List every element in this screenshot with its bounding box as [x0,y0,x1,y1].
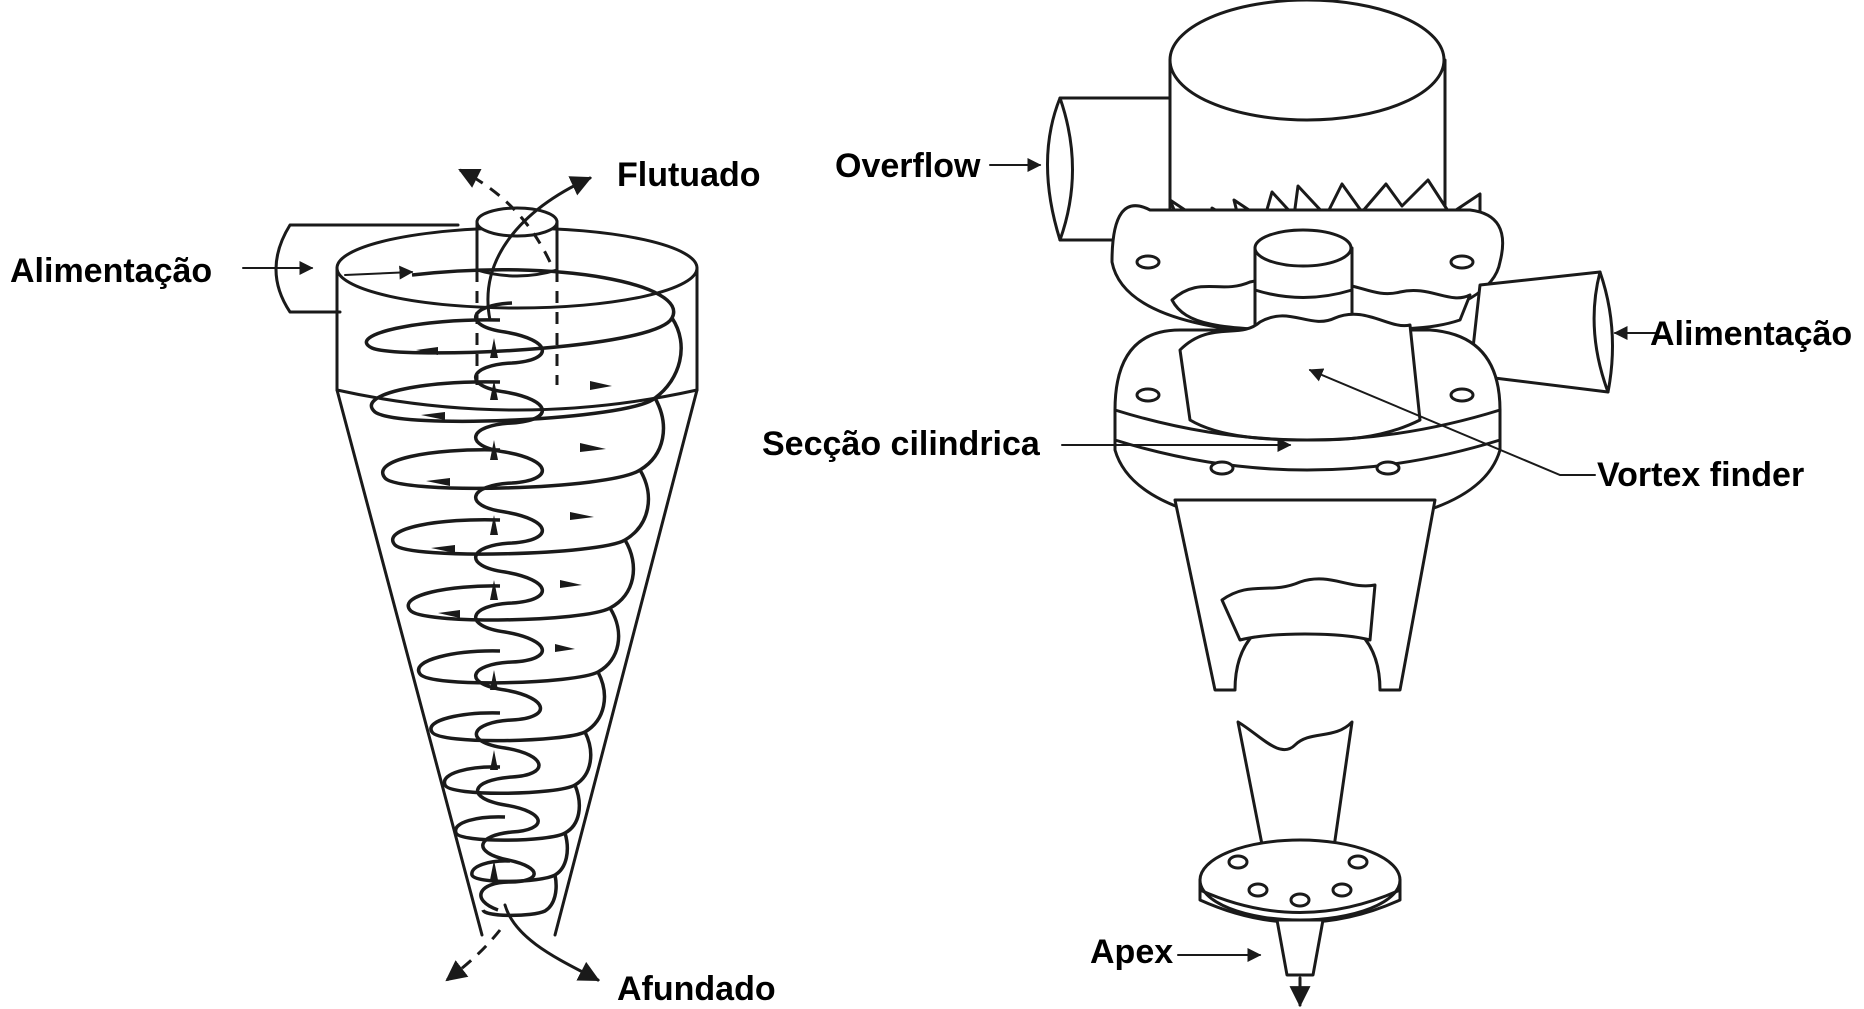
label-flutuado: Flutuado [617,156,761,194]
cylindrical-section [1115,314,1500,530]
apex-flange [1200,840,1400,923]
cylinder-section [337,228,697,410]
label-alimentacao-right: Alimentação [1650,315,1852,353]
label-apex: Apex [1090,933,1173,971]
feed-arrows [243,268,412,275]
label-afundado: Afundado [617,970,776,1008]
label-vortex-finder: Vortex finder [1597,456,1804,494]
exploded-hydrocyclone: Overflow Alimentação Secção cilindrica V… [762,0,1852,1005]
outer-spiral [366,270,681,916]
label-seccao-cilindrica: Secção cilindrica [762,425,1041,463]
upper-cone [1175,500,1435,690]
label-alimentacao-left: Alimentação [10,252,212,290]
schematic-hydrocyclone: Flutuado Alimentação Afundado [10,156,776,1008]
label-overflow: Overflow [835,147,981,185]
overflow-arrows [460,170,590,320]
apex-nozzle [1277,920,1323,1005]
